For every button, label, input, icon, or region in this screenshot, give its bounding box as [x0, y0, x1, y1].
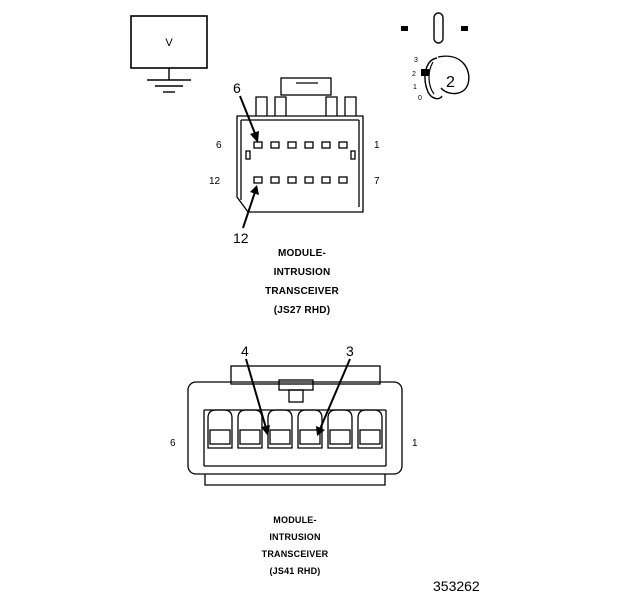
- js27-right-label-top: 1: [374, 140, 380, 151]
- js41-caption: MODULE- INTRUSION TRANSCEIVER (JS41 RHD): [195, 512, 395, 580]
- js27-pin-callout-6: 6: [233, 80, 241, 96]
- js41-right-label: 1: [412, 438, 418, 449]
- js27-pin-callout-12: 12: [233, 230, 249, 246]
- switch-selected-value: 2: [446, 74, 455, 91]
- js41-pin-callout-3: 3: [346, 343, 354, 359]
- js41-left-label: 6: [170, 438, 176, 449]
- js27-left-label-bottom: 12: [209, 176, 221, 187]
- switch-position-1: 1: [413, 84, 417, 91]
- connector-js27: [236, 77, 364, 213]
- switch-position-3: 3: [414, 57, 418, 64]
- js27-right-label-bottom: 7: [374, 176, 380, 187]
- js41-caption-line-1: MODULE-: [273, 515, 317, 525]
- ground-symbol: [147, 68, 191, 93]
- js27-caption-line-4: (JS27 RHD): [273, 305, 331, 316]
- voltmeter: V: [130, 15, 208, 69]
- js27-caption: MODULE- INTRUSION TRANSCEIVER (JS27 RHD): [202, 244, 402, 320]
- switch-position-2: 2: [412, 71, 416, 78]
- js41-caption-line-3: TRANSCEIVER: [261, 549, 329, 559]
- js27-caption-line-1: MODULE-: [277, 248, 327, 259]
- js41-callout-arrows: [245, 358, 351, 436]
- js27-left-label-top: 6: [216, 140, 222, 151]
- js41-caption-line-4: (JS41 RHD): [269, 566, 321, 576]
- voltmeter-symbol: V: [165, 37, 173, 49]
- selector-switch-icon: 3 2 1 0 2: [401, 12, 470, 102]
- js41-caption-line-2: INTRUSION: [269, 532, 321, 542]
- figure-number: 353262: [433, 578, 480, 594]
- js41-pin-callout-4: 4: [241, 343, 249, 359]
- switch-position-0: 0: [418, 95, 422, 102]
- connector-js41: [187, 365, 403, 486]
- js27-caption-line-2: INTRUSION: [273, 267, 331, 278]
- js27-callout-arrows: [239, 95, 259, 229]
- js27-caption-line-3: TRANSCEIVER: [265, 286, 339, 297]
